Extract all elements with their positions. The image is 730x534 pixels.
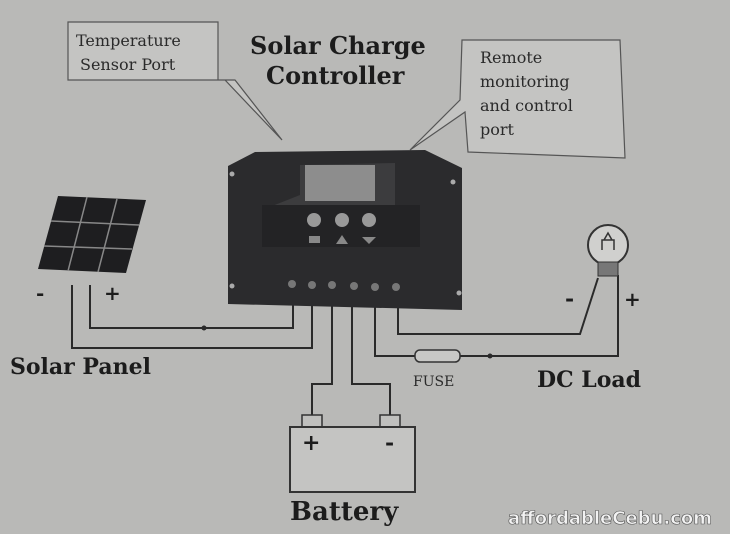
button-1 [307, 213, 321, 227]
fuse-icon [414, 349, 461, 363]
battery-label: Battery [290, 497, 399, 527]
callout-remote-monitoring: Remote monitoring and control port [409, 39, 626, 159]
callout-remote-line3: and control [480, 96, 573, 115]
callout-temp-line1: Temperature [76, 31, 181, 50]
solar-panel [38, 196, 146, 273]
button-2 [335, 213, 349, 227]
watermark: affordableCebu.com [508, 508, 712, 529]
button-3 [362, 213, 376, 227]
callout-remote-line1: Remote [480, 48, 542, 67]
battery-minus-label: - [385, 430, 394, 456]
menu-icon [309, 236, 320, 243]
solar-minus-label: - [36, 281, 44, 305]
callout-remote-line4: port [480, 120, 515, 139]
charge-controller [228, 150, 462, 310]
lcd-screen [305, 165, 375, 201]
title-line2: Controller [266, 61, 405, 90]
wires [71, 275, 619, 415]
battery-plus-label: + [302, 430, 320, 456]
light-bulb-icon [587, 224, 629, 277]
load-minus-label: - [565, 286, 574, 312]
callout-temperature-sensor: Temperature Sensor Port [67, 21, 283, 141]
solar-plus-label: + [104, 281, 121, 305]
callout-remote-line2: monitoring [480, 72, 570, 91]
fuse-label: FUSE [413, 374, 454, 390]
up-icon [336, 235, 348, 244]
callout-temp-line2: Sensor Port [80, 55, 176, 74]
title-line1: Solar Charge [250, 31, 426, 60]
battery-icon [289, 414, 416, 493]
load-plus-label: + [624, 287, 641, 311]
down-icon [362, 237, 376, 244]
solar-panel-label: Solar Panel [10, 354, 151, 380]
dc-load-label: DC Load [537, 367, 641, 393]
